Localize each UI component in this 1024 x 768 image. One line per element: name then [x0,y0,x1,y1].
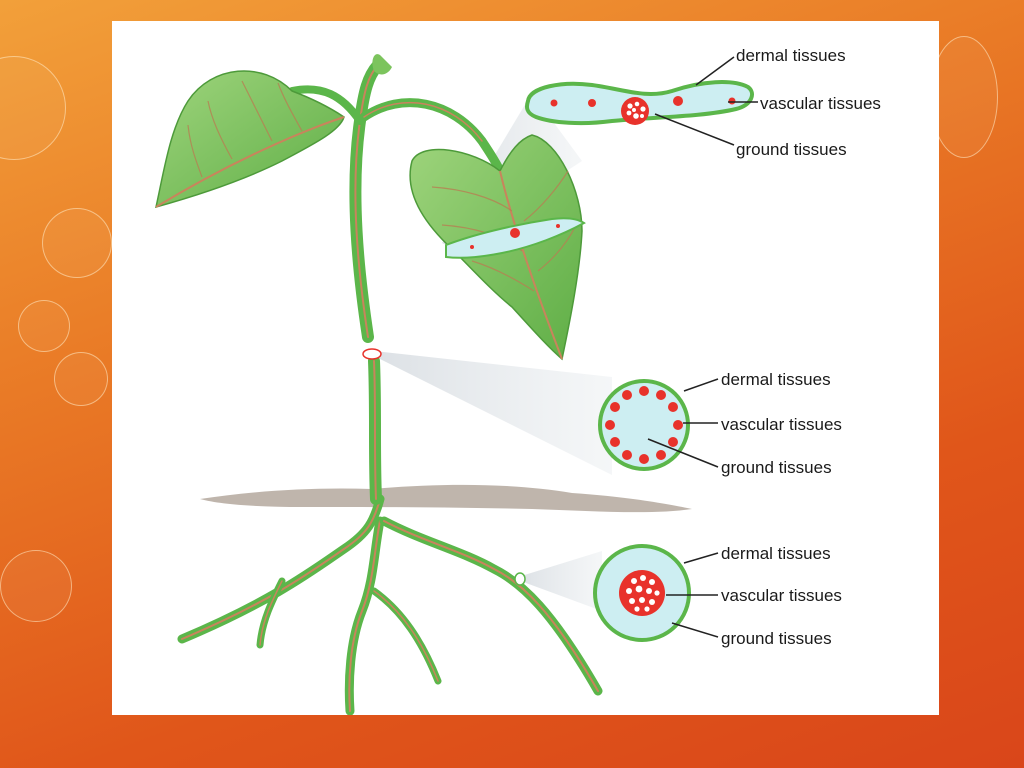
leaf-cross-section [525,80,754,126]
root-cross-section [593,544,691,642]
stem-zoom-beam [374,351,612,475]
slide-panel: dermal tissues vascular tissues ground t… [112,21,939,715]
left-leaf [154,70,345,209]
leaf-cut-vein [510,228,520,238]
root-ground-label: ground tissues [721,629,832,648]
root-vascular-label: vascular tissues [721,586,842,605]
leader-line [683,378,719,392]
root-cut-surface [514,572,526,586]
leader-line [695,56,735,86]
root-dermal-label: dermal tissues [721,544,831,563]
root-zoom-beam [518,551,602,611]
leader-line [671,622,719,638]
background-bubble [0,550,72,622]
plant-tissue-diagram: dermal tissues vascular tissues ground t… [154,46,881,715]
background-bubble [42,208,112,278]
plant-roots [177,494,603,715]
background-bubble [930,36,998,158]
stem-dermal-label: dermal tissues [721,370,831,389]
stem-vascular-label: vascular tissues [721,415,842,434]
leaf-ground-label: ground tissues [736,140,847,159]
leaf-cut-vein [470,245,474,249]
shoot-tip [372,54,392,75]
stem-cut-surface [362,348,382,360]
leaf-cut-vein [556,224,560,228]
leader-line [647,438,719,468]
background-bubble [18,300,70,352]
stem-ground-label: ground tissues [721,458,832,477]
leaf-dermal-label: dermal tissues [736,46,846,65]
leaf-vascular-label: vascular tissues [760,94,881,113]
soil-line [200,484,692,513]
background-bubble [54,352,108,406]
leader-line [654,113,735,146]
leader-line [683,552,719,564]
plant-stem [288,59,505,505]
background-bubble [0,56,66,160]
stem-cross-section [598,379,690,471]
